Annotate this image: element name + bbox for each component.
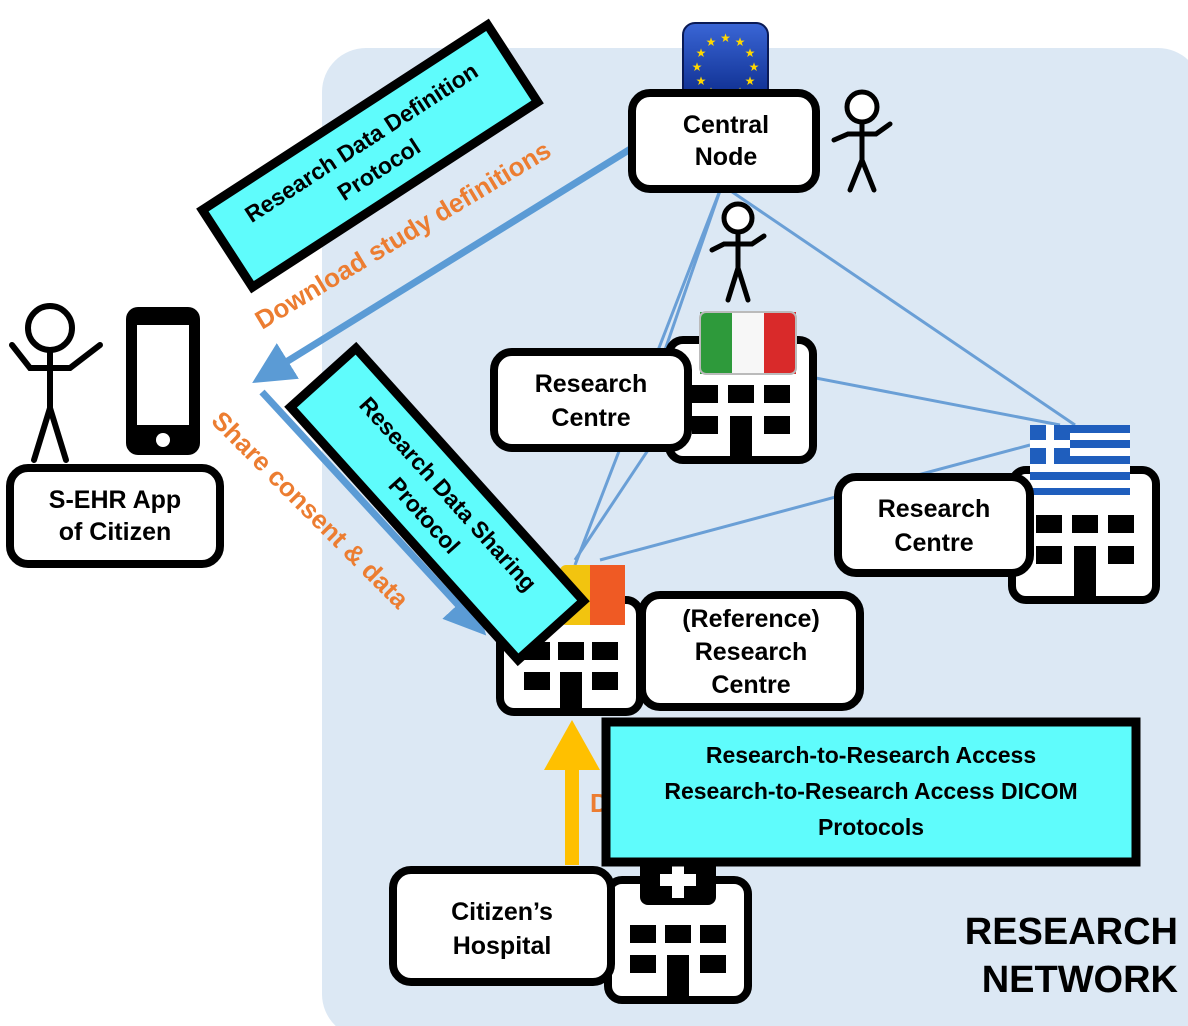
hospital-data-arrow xyxy=(544,720,600,865)
r2r-protocol-line2: Research-to-Research Access DICOM xyxy=(664,778,1077,804)
research-centre-greece-label-line1: Research xyxy=(878,495,991,523)
hospital-label-line1: Citizen’s xyxy=(451,898,553,926)
r2r-protocol-line1: Research-to-Research Access xyxy=(706,742,1036,768)
hospital-icon xyxy=(604,855,752,1004)
stick-figure-icon xyxy=(831,89,893,193)
svg-text:★: ★ xyxy=(735,35,746,49)
svg-text:★: ★ xyxy=(720,31,731,45)
research-centre-greece-label-line2: Centre xyxy=(894,529,973,557)
greece-flag-icon xyxy=(1030,425,1130,495)
svg-text:★: ★ xyxy=(696,46,707,60)
research-to-research-protocols: Research-to-Research Access Research-to-… xyxy=(601,717,1141,867)
italy-flag-icon xyxy=(699,311,797,375)
citizen-app-box xyxy=(6,464,224,568)
reference-centre-label-line3: Centre xyxy=(711,671,790,699)
reference-centre-label-line2: Research xyxy=(695,638,808,666)
link-greece-reference xyxy=(599,443,1031,562)
hospital-box xyxy=(389,866,615,986)
network-title-line1: RESEARCH xyxy=(965,911,1178,953)
citizen-app-label-line1: S-EHR App xyxy=(49,486,181,514)
central-node-label-line2: Node xyxy=(695,143,758,171)
r2r-protocol-line3: Protocols xyxy=(818,814,924,840)
svg-text:★: ★ xyxy=(749,60,760,74)
svg-text:★: ★ xyxy=(745,46,756,60)
reference-centre-label-line1: (Reference) xyxy=(682,605,820,633)
svg-text:★: ★ xyxy=(745,74,756,88)
link-central-greece xyxy=(721,183,1076,427)
share-arrow xyxy=(259,389,487,636)
link-italy-greece xyxy=(799,373,1061,427)
citizen-app-label-line2: of Citizen xyxy=(59,518,172,546)
stick-figure-icon xyxy=(709,201,767,303)
research-centre-italy-box xyxy=(490,348,692,452)
research-centre-greece-box xyxy=(834,473,1034,577)
svg-text:★: ★ xyxy=(696,74,707,88)
network-title-line2: NETWORK xyxy=(982,959,1179,1001)
research-centre-italy-label-line1: Research xyxy=(535,370,648,398)
central-node-box xyxy=(628,89,820,193)
svg-text:★: ★ xyxy=(692,60,703,74)
central-node-label-line1: Central xyxy=(683,111,769,139)
stick-figure-icon xyxy=(9,303,103,463)
hospital-label-line2: Hospital xyxy=(453,932,552,960)
smartphone-icon xyxy=(126,307,200,455)
download-arrow xyxy=(252,145,634,384)
svg-text:★: ★ xyxy=(706,35,717,49)
reference-centre-box xyxy=(638,591,864,711)
research-centre-italy-label-line2: Centre xyxy=(551,404,630,432)
